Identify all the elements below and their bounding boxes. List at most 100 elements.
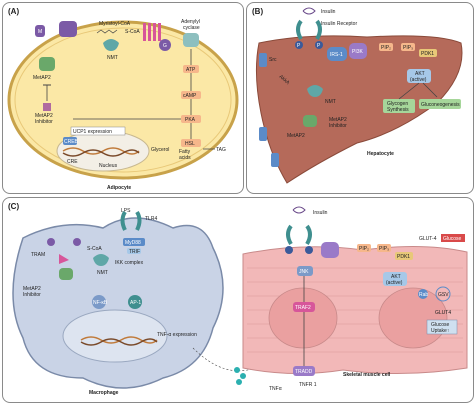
pip2-label: PIP₂ <box>381 45 391 51</box>
glut4-vesicle-label: GLUT4 <box>435 310 451 316</box>
panel-c-label: (C) <box>8 202 19 211</box>
atp-box <box>183 65 199 73</box>
glycerol-label: Glycerol <box>151 147 169 153</box>
irs1 <box>327 47 347 61</box>
hsl-box <box>181 139 201 147</box>
nmt-enzyme <box>103 39 119 51</box>
atp-label: ATP <box>186 67 196 73</box>
gluconeo-box <box>419 99 461 109</box>
tnfa-label: TNFα <box>269 386 282 392</box>
traf2-box <box>293 302 315 312</box>
glut4-label: GLUT-4 <box>419 236 437 242</box>
m-label: M <box>38 29 42 35</box>
panel-a-adipocyte: (A) M Myristoyl-CoA S-CoA G Adenylyl cyc… <box>2 2 244 194</box>
tram-1 <box>47 238 55 246</box>
myd88-label: MyD88 <box>125 240 141 246</box>
pip3-label: PIP₃ <box>403 45 413 51</box>
tnfa-particle-3 <box>236 379 242 385</box>
metap2-inhibitor-label-c2: Inhibitor <box>23 292 41 298</box>
akt-box <box>407 69 431 83</box>
arrow-akt-glycogen <box>398 82 420 100</box>
macrophage-caption: Macrophage <box>89 390 119 396</box>
creb-label: CREB <box>64 139 79 145</box>
pip3-box-c <box>377 244 391 252</box>
myristoyl-chain <box>96 29 118 34</box>
metap2-enzyme <box>39 57 55 71</box>
tnfa-particle-1 <box>234 367 240 373</box>
hsl-label: HSL <box>185 141 195 147</box>
pdk1-box <box>419 49 437 57</box>
ucp1-label: UCP1 expression <box>73 129 112 135</box>
tradd-box <box>293 366 315 376</box>
glucose-label: Glucose <box>443 236 462 242</box>
gluconeogenesis-label: Gluconeogenesis <box>421 102 460 108</box>
glucose-uptake-label-2: Uptake↑ <box>431 328 449 334</box>
insulin-label-c: Insulin <box>313 210 328 216</box>
glucose-box <box>441 234 465 242</box>
metap2-inhibitor-label-c1: MetAP2 <box>23 286 41 292</box>
metap2-inhibitor-shape <box>43 103 51 111</box>
jnk-box <box>297 266 313 276</box>
muscle-nucleus-1 <box>268 287 338 349</box>
nucleus-label: Nucleus <box>99 163 118 169</box>
membrane-protein-m <box>35 25 45 37</box>
pka-label: PKA <box>185 117 196 123</box>
rab-label: Rab <box>419 292 428 298</box>
ucp1-box <box>70 126 126 136</box>
metap2-c <box>59 268 73 280</box>
pi3k-label: PI3K <box>352 49 364 55</box>
glycogen-label-1: Glycogen <box>387 101 408 107</box>
tram-2 <box>73 238 81 246</box>
nfkb <box>92 295 106 309</box>
tnf-expression-label: TNF-α expression <box>157 332 197 338</box>
panel-b-hepatocyte: (B) Insulin Insulin Receptor P P IRS-1 P… <box>246 2 474 194</box>
tnfr1-label: TNFR 1 <box>299 382 317 388</box>
pip2-box <box>379 43 393 51</box>
lps-label: LPS <box>121 208 131 214</box>
insulin-receptor-c <box>286 224 312 246</box>
dna-c-1 <box>80 336 158 344</box>
metap2-inhibitor-label-b1: MetAP2 <box>329 117 347 123</box>
src-label: Src <box>269 57 277 63</box>
metap2-inhibitor-label-2: Inhibitor <box>35 119 53 125</box>
pip2-label-c: PIP₂ <box>359 246 369 252</box>
fatty-label-1: Fatty <box>179 149 191 155</box>
adenylyl-cyclase <box>183 33 199 47</box>
panel-b-label: (B) <box>252 7 263 16</box>
metap2-inhibitor-label-1: MetAP2 <box>35 113 53 119</box>
metap2-inhibitor-label-b2: Inhibitor <box>329 123 347 129</box>
insulin-label: Insulin <box>321 9 336 15</box>
phospho-1 <box>295 41 303 49</box>
tradd-label: TRADD <box>295 369 313 375</box>
glucose-uptake-label-1: Glucose <box>431 322 450 328</box>
phospho-c1 <box>285 246 293 254</box>
cre-label: CRE <box>67 159 78 165</box>
tag-label: TAG <box>216 147 226 153</box>
trif-label: TRIF <box>129 249 140 255</box>
akt-label-c: AKT <box>391 274 401 280</box>
src-3 <box>271 153 279 167</box>
akt-active-label-c: (active) <box>386 280 403 286</box>
creb-box <box>63 137 77 145</box>
gsv-label: GSV <box>438 292 449 298</box>
nfkb-label: NF-κB <box>93 300 108 306</box>
cyclase-label: cyclase <box>183 25 200 31</box>
rab <box>418 289 428 299</box>
g-label: G <box>163 43 167 49</box>
pi3k-c <box>321 242 339 258</box>
camp-box <box>181 91 201 99</box>
pdk1-label: PDK1 <box>421 51 434 57</box>
glucose-uptake-box <box>426 319 458 335</box>
nmt-label-b: NMT <box>325 99 336 105</box>
nmt-label-c: NMT <box>97 270 108 276</box>
s-coa-label: S-CoA <box>125 29 140 35</box>
akt-box-c <box>383 272 407 286</box>
tram-shape <box>59 254 69 264</box>
pip3-box <box>401 43 415 51</box>
nmt-label: NMT <box>107 55 118 61</box>
ikk-label: IKK complex <box>115 260 144 266</box>
g-protein <box>159 39 171 51</box>
insulin-receptor-label: Insulin Receptor <box>321 21 357 27</box>
ap1 <box>128 295 142 309</box>
phospho-2 <box>315 41 323 49</box>
